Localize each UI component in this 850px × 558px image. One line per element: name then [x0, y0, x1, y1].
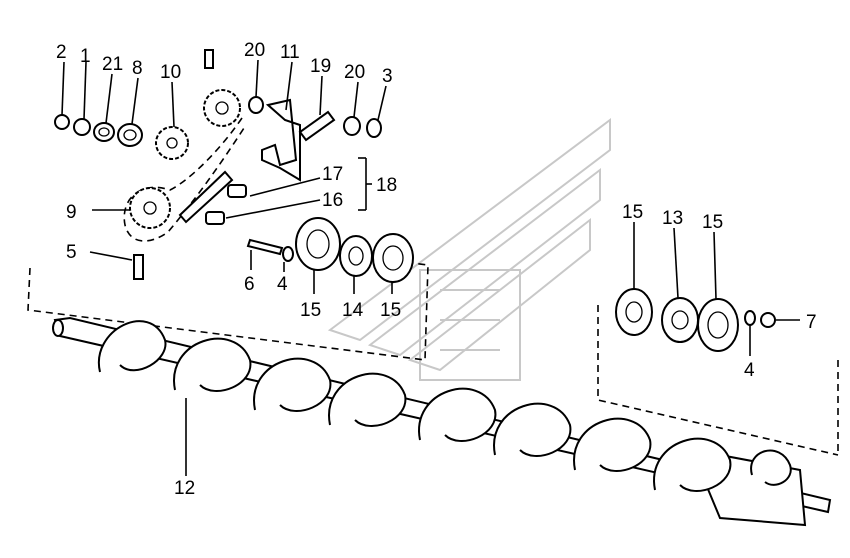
callout-19: 19 [310, 56, 331, 77]
washer-4b [744, 310, 756, 326]
flange-15c [615, 288, 653, 336]
bearing-14 [339, 235, 373, 277]
washer-20a [248, 96, 264, 114]
chain-link-17 [227, 184, 247, 198]
sprocket-9 [129, 187, 171, 229]
callout-18: 18 [376, 175, 397, 196]
chain-link-16 [205, 211, 225, 225]
callout-9: 9 [66, 202, 77, 223]
flange-15a [295, 217, 341, 271]
chain-segment [178, 170, 234, 224]
callout-21: 21 [102, 54, 123, 75]
bearing-13 [661, 297, 699, 343]
callout-15a: 15 [300, 300, 321, 321]
watermark-logo [327, 118, 611, 381]
leader-lines [61, 59, 800, 476]
circlip-3 [366, 118, 382, 138]
pin-5 [133, 254, 144, 280]
callout-1: 1 [80, 46, 91, 67]
tensioner-arm-11 [261, 98, 301, 182]
chain-loop [123, 117, 245, 242]
callout-15b: 15 [380, 300, 401, 321]
callout-5: 5 [66, 242, 77, 263]
callout-15d: 15 [702, 212, 723, 233]
circlip-1 [73, 118, 91, 136]
callout-7: 7 [806, 312, 817, 333]
bearing-8 [117, 123, 143, 147]
callout-15c: 15 [622, 202, 643, 223]
auger-flights [97, 320, 792, 492]
callout-13: 13 [662, 208, 683, 229]
callout-labels: 2 1 21 8 10 20 11 19 20 3 9 5 17 16 18 6… [56, 40, 817, 499]
sprocket-top [203, 89, 241, 127]
key-pin-top [204, 49, 214, 69]
callout-2: 2 [56, 42, 67, 63]
callout-14: 14 [342, 300, 364, 321]
sprocket-10 [155, 126, 189, 160]
callout-11: 11 [280, 42, 300, 63]
flange-15d [697, 298, 739, 352]
assembly-dash-right [597, 305, 839, 456]
bolt-6 [246, 238, 284, 256]
callout-20b: 20 [344, 62, 365, 83]
spring-19 [298, 110, 336, 142]
callout-10: 10 [160, 62, 181, 83]
callout-12: 12 [174, 478, 195, 499]
callout-3: 3 [382, 66, 393, 87]
callout-6: 6 [244, 274, 255, 295]
circlip-2 [54, 114, 70, 130]
washer-21 [93, 122, 115, 142]
nut-7 [760, 312, 776, 328]
callout-20a: 20 [244, 40, 265, 61]
flange-15b [372, 233, 414, 283]
callout-17: 17 [322, 164, 343, 185]
callout-16: 16 [322, 190, 343, 211]
washer-4a [282, 246, 294, 262]
washer-20b [343, 116, 361, 136]
callout-8: 8 [132, 58, 143, 79]
callout-4b: 4 [744, 360, 755, 381]
callout-4a: 4 [277, 274, 288, 295]
